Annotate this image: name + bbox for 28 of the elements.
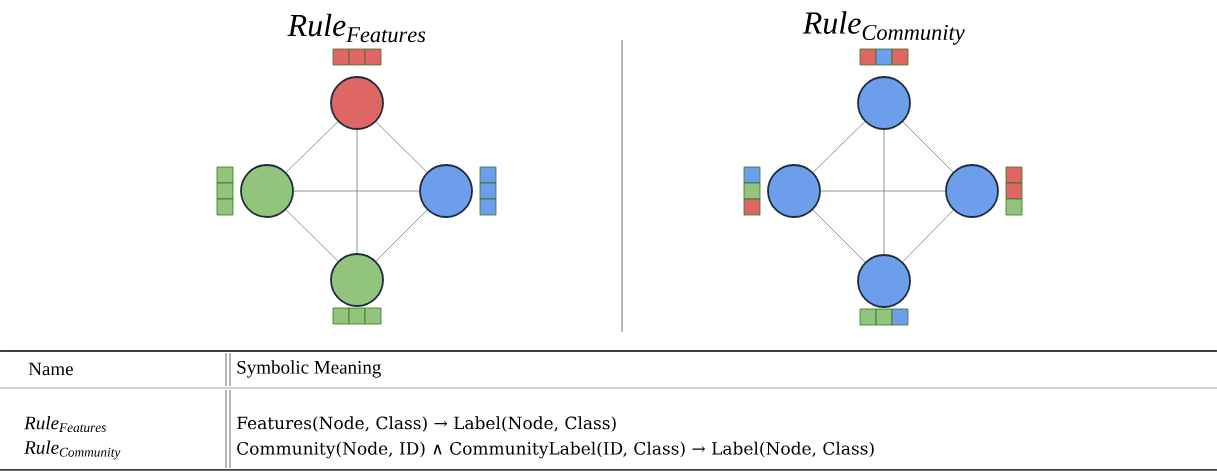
table-header: Symbolic Meaning	[237, 360, 381, 378]
graph-node	[330, 253, 384, 307]
edge-line	[356, 129, 358, 254]
edge-line	[812, 121, 866, 173]
edge-line	[285, 209, 339, 262]
graph-node	[945, 164, 999, 218]
edge-line	[902, 121, 954, 173]
edge-line	[293, 190, 420, 192]
graph-title: $\mathit{Rule}_{\mathit{Community}}$	[802, 11, 965, 45]
graph-node	[330, 76, 384, 130]
graph-node	[767, 164, 821, 218]
graph-title: $\mathit{Rule}_{\mathit{Features}}$	[287, 13, 426, 43]
graph-node	[240, 164, 294, 218]
table-header: Name	[28, 362, 73, 376]
edge-line	[883, 129, 885, 255]
rule-name: $\mathit{Rule}_{\mathit{Features}}$	[24, 415, 106, 433]
edge-line	[375, 209, 428, 262]
rule-name: $\mathit{Rule}_{\mathit{Community}}$	[24, 440, 121, 460]
rule-formula: Features(Node, Class) → Label(Node, Class)	[237, 416, 616, 432]
edge-line	[820, 190, 946, 192]
edge-line	[902, 209, 954, 263]
edge-line	[285, 121, 339, 173]
edge-line	[375, 121, 428, 173]
rule-formula: Community(Node, ID) ∧ CommunityLabel(ID, Class) → Label(Node, Class)	[237, 441, 874, 459]
edge-line	[812, 209, 866, 263]
graph-node	[857, 76, 911, 130]
graph-node	[419, 164, 473, 218]
graph-node	[857, 254, 911, 308]
